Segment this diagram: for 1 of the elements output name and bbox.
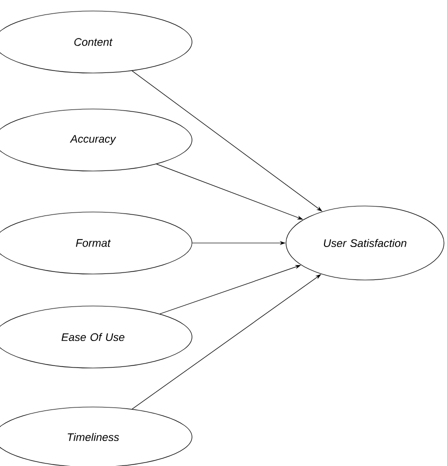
ellipse-node: User Satisfaction	[286, 206, 444, 280]
